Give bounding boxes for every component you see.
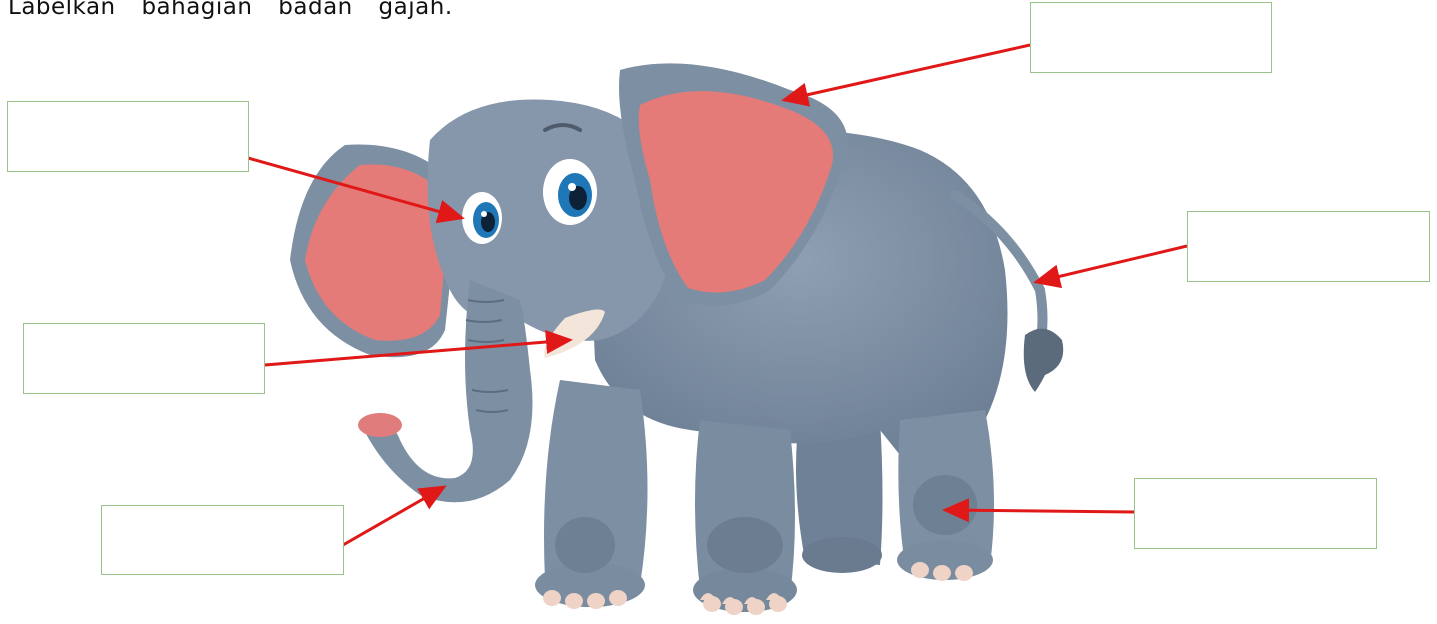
front-right-leg: [693, 420, 797, 615]
arrow-to-tail: [1036, 246, 1187, 282]
label-box-tail[interactable]: [1187, 211, 1430, 282]
front-left-leg: [535, 380, 648, 609]
label-box-ear[interactable]: [1030, 2, 1272, 73]
arrow-to-leg: [945, 510, 1134, 512]
label-box-eye[interactable]: [7, 101, 249, 172]
arrow-to-ear: [784, 45, 1030, 100]
arrow-to-trunk: [343, 487, 444, 545]
back-right-leg: [897, 410, 994, 581]
trunk-tip: [358, 413, 402, 437]
label-box-leg[interactable]: [1134, 478, 1377, 549]
label-box-trunk[interactable]: [101, 505, 344, 575]
label-box-tusk[interactable]: [23, 323, 265, 394]
